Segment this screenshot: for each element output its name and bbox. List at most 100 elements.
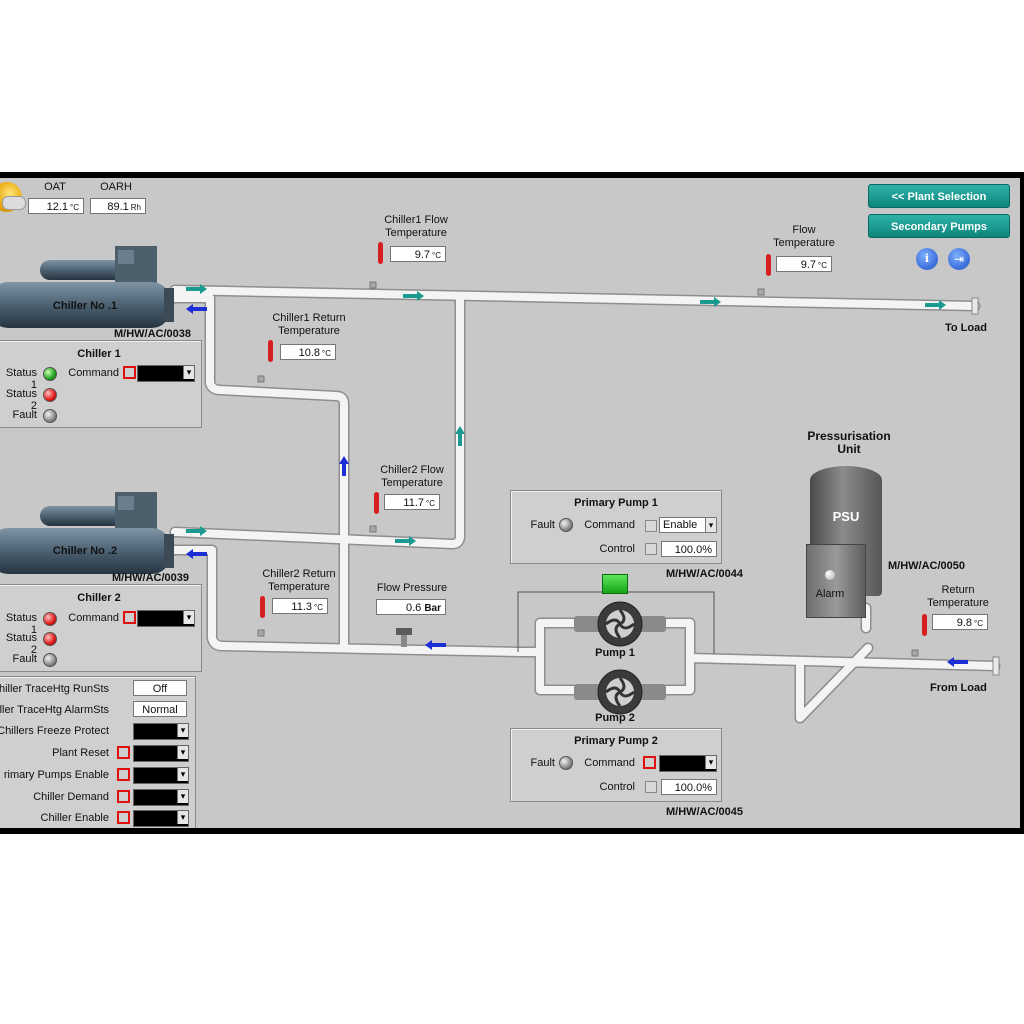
chiller-demand-dropdown[interactable] bbox=[133, 789, 189, 806]
chiller-1-command-label: Command bbox=[68, 367, 119, 379]
pump-1-fault-label: Fault bbox=[530, 519, 555, 531]
info-icon[interactable]: i bbox=[916, 248, 938, 270]
chiller-2-status2-indicator bbox=[43, 632, 57, 646]
primary-pump-2-panel: Primary Pump 2 Fault Command Control 100… bbox=[510, 728, 722, 802]
chiller-2-fault-indicator bbox=[43, 653, 57, 667]
chiller-1-fault-indicator bbox=[43, 409, 57, 423]
flow-temp-box: 9.7°C bbox=[776, 256, 832, 272]
oat-label: OAT bbox=[44, 181, 66, 193]
chiller-2-name: Chiller No .2 bbox=[52, 545, 118, 557]
primary-pump-1-panel: Primary Pump 1 Fault Command Enable Cont… bbox=[510, 490, 722, 564]
trace-run-label: hiller TraceHtg RunSts bbox=[0, 683, 109, 695]
return-temp-box: 9.8°C bbox=[932, 614, 988, 630]
chiller-1-command-override-checkbox[interactable] bbox=[123, 366, 136, 379]
psu-control-box bbox=[806, 544, 866, 618]
flow-pressure-box: 0.6 Bar bbox=[376, 599, 446, 615]
trace-alarm-label: ller TraceHtg AlarmSts bbox=[0, 704, 109, 716]
oat-value: 12.1 bbox=[46, 201, 69, 213]
weather-cloud-icon bbox=[2, 196, 26, 210]
chiller-1-panel-title: Chiller 1 bbox=[77, 348, 121, 360]
pumps-enable-dropdown[interactable] bbox=[133, 767, 189, 784]
chiller-1-tag: M/HW/AC/0038 bbox=[114, 328, 192, 340]
thermometer-icon bbox=[374, 492, 379, 514]
oarh-unit: Rh bbox=[130, 203, 141, 212]
chiller-1-unit bbox=[0, 246, 174, 328]
chiller-enable-dropdown[interactable] bbox=[133, 810, 189, 827]
chiller-2-tag: M/HW/AC/0039 bbox=[112, 572, 190, 584]
chiller-2-command-label: Command bbox=[68, 612, 119, 624]
oat-value-box: 12.1°C bbox=[28, 198, 84, 214]
plant-reset-checkbox[interactable] bbox=[117, 746, 130, 759]
pump-1-command-label: Command bbox=[584, 519, 635, 531]
pumps-enable-checkbox[interactable] bbox=[117, 768, 130, 781]
pump-control-module-icon bbox=[602, 574, 628, 594]
navigate-forward-icon[interactable]: ⇥ bbox=[948, 248, 970, 270]
psu-alarm-label: Alarm bbox=[815, 588, 845, 600]
pump-2-tag: M/HW/AC/0045 bbox=[666, 806, 744, 818]
pipe-network bbox=[169, 281, 1001, 724]
chiller-2-command-dropdown[interactable] bbox=[137, 610, 195, 627]
oarh-value: 89.1 bbox=[107, 201, 129, 213]
from-load-label: From Load bbox=[930, 682, 987, 694]
pump-2-control-label: Control bbox=[599, 781, 635, 793]
pump-1-fault-indicator bbox=[559, 518, 573, 532]
chiller-2-unit bbox=[0, 492, 174, 574]
chiller-1-status2-label: Status 2 bbox=[5, 388, 37, 412]
chiller-enable-checkbox[interactable] bbox=[117, 811, 130, 824]
pumps-enable-label: rimary Pumps Enable bbox=[3, 769, 109, 781]
chiller-2-panel-title: Chiller 2 bbox=[77, 592, 121, 604]
thermometer-icon bbox=[260, 596, 265, 618]
pump-2-control-value[interactable]: 100.0% bbox=[661, 779, 717, 795]
chiller2-return-temp-box: 11.3°C bbox=[272, 598, 328, 614]
flow-pressure-label: Flow Pressure bbox=[376, 582, 448, 594]
plant-reset-dropdown[interactable] bbox=[133, 745, 189, 762]
to-load-label: To Load bbox=[945, 322, 987, 334]
primary-pump-1-title: Primary Pump 1 bbox=[574, 497, 658, 509]
psu-name: PSU bbox=[832, 509, 860, 524]
oat-unit: °C bbox=[70, 203, 79, 212]
chiller1-return-temp-box: 10.8°C bbox=[280, 344, 336, 360]
primary-pump-2-title: Primary Pump 2 bbox=[574, 735, 658, 747]
pump-1-command-checkbox[interactable] bbox=[645, 520, 657, 532]
pump-2-command-checkbox[interactable] bbox=[643, 756, 656, 769]
pump-2-fault-label: Fault bbox=[530, 757, 555, 769]
chiller-2-panel: Chiller 2 Status 1 Status 2 Fault Comman… bbox=[0, 584, 202, 672]
chiller-1-panel: Chiller 1 Status 1 Status 2 Fault Comman… bbox=[0, 340, 202, 428]
pump-2-label: Pump 2 bbox=[595, 712, 635, 724]
plant-selection-button[interactable]: << Plant Selection bbox=[868, 184, 1010, 208]
chiller-1-fault-label: Fault bbox=[12, 409, 37, 421]
chiller-1-command-dropdown[interactable] bbox=[137, 365, 195, 382]
chiller-enable-label: Chiller Enable bbox=[40, 812, 109, 824]
psu-alarm-lamp bbox=[825, 570, 835, 580]
trace-run-value: Off bbox=[133, 680, 187, 696]
chiller-2-status1-label: Status 1 bbox=[5, 612, 37, 636]
thermometer-icon bbox=[922, 614, 927, 636]
chiller-2-command-override-checkbox[interactable] bbox=[123, 611, 136, 624]
chiller-1-status1-indicator bbox=[43, 367, 57, 381]
thermometer-icon bbox=[378, 242, 383, 264]
pump-1-control-checkbox[interactable] bbox=[645, 543, 657, 555]
thermometer-icon bbox=[268, 340, 273, 362]
pump-1-command-dropdown[interactable]: Enable bbox=[659, 517, 717, 533]
chiller-demand-checkbox[interactable] bbox=[117, 790, 130, 803]
trace-alarm-value: Normal bbox=[133, 701, 187, 717]
chiller1-flow-temp-box: 9.7°C bbox=[390, 246, 446, 262]
pump-2-control-checkbox[interactable] bbox=[645, 781, 657, 793]
freeze-protect-dropdown[interactable] bbox=[133, 723, 189, 740]
secondary-pumps-button[interactable]: Secondary Pumps bbox=[868, 214, 1010, 238]
plant-reset-label: Plant Reset bbox=[52, 747, 109, 759]
chiller-1-name: Chiller No .1 bbox=[52, 300, 118, 312]
pump-1-label: Pump 1 bbox=[595, 647, 635, 659]
psu-tag: M/HW/AC/0050 bbox=[888, 560, 966, 572]
freeze-protect-label: Chillers Freeze Protect bbox=[0, 725, 109, 737]
pump-2-command-dropdown[interactable] bbox=[659, 755, 717, 772]
chiller-1-status2-indicator bbox=[43, 388, 57, 402]
pump-1-control-value[interactable]: 100.0% bbox=[661, 541, 717, 557]
pump-1-tag: M/HW/AC/0044 bbox=[666, 568, 744, 580]
